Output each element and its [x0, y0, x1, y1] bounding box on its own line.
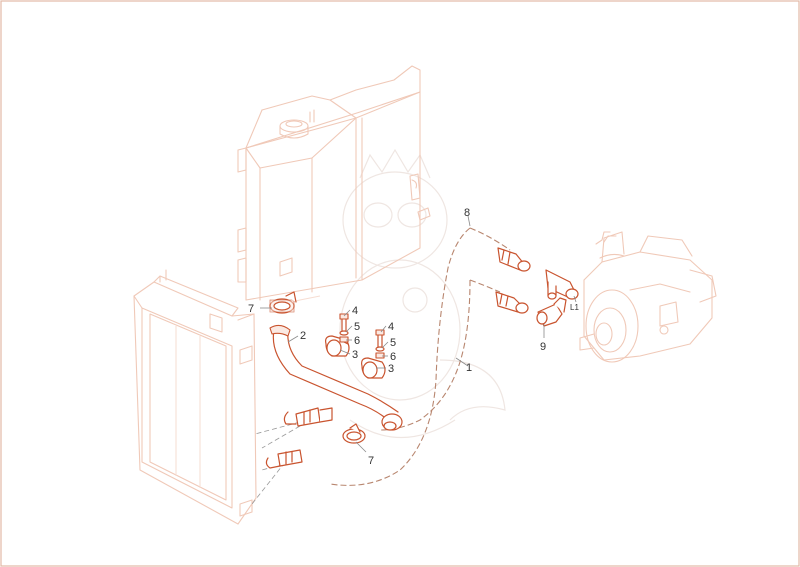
clamp-part-7-lower — [342, 423, 366, 444]
tee-fitting-l1 — [545, 269, 579, 300]
callout-9: 9 — [540, 341, 546, 353]
elbow-fitting-part-9 — [536, 297, 567, 327]
callout-3-upper: 3 — [352, 349, 358, 361]
callout-4-lower: 4 — [388, 321, 394, 333]
watermark-mascot — [339, 148, 506, 438]
leader-lines — [260, 215, 577, 453]
clamp-part-7-upper — [269, 291, 297, 314]
hose-fitting-radiator-upper — [283, 407, 333, 427]
nut-part-6-lower — [375, 352, 385, 359]
callout-8: 8 — [464, 207, 470, 219]
callout-2: 2 — [300, 330, 306, 342]
callout-7-lower: 7 — [368, 455, 374, 467]
hose-fitting-radiator-lower — [265, 449, 303, 469]
fitting-pump-upper — [497, 247, 531, 272]
callout-6-upper: 6 — [354, 335, 360, 347]
bolt-part-4-upper — [339, 313, 349, 333]
callout-1: 1 — [466, 362, 472, 374]
callout-4-upper: 4 — [352, 305, 358, 317]
callout-5-upper: 5 — [354, 321, 360, 333]
hose-part-2 — [269, 324, 403, 431]
fitting-pump-lower — [495, 291, 529, 314]
callout-3-lower: 3 — [388, 363, 394, 375]
nut-part-6-upper — [339, 336, 349, 343]
callout-l1: L1 — [570, 303, 579, 312]
hydraulic-pump — [579, 231, 717, 363]
callout-5-lower: 5 — [390, 337, 396, 349]
callout-6-lower: 6 — [390, 351, 396, 363]
bracket-part-3-lower — [361, 357, 386, 379]
hydraulic-tank — [237, 65, 431, 306]
bolt-part-4-lower — [375, 329, 385, 349]
radiator — [133, 269, 257, 525]
callout-7-upper: 7 — [248, 303, 254, 315]
